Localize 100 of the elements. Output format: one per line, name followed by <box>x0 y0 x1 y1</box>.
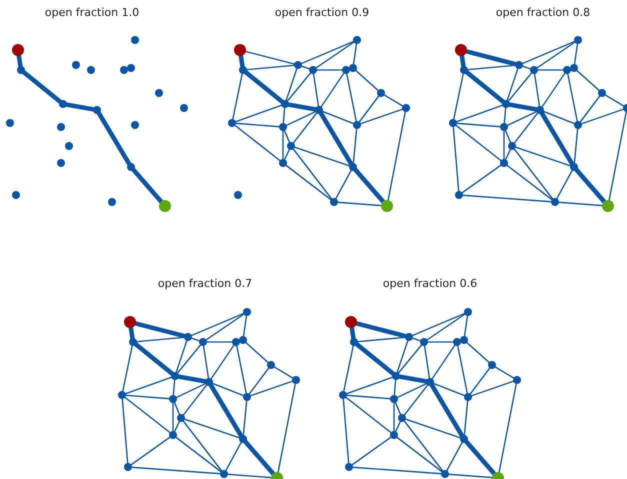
graph-node <box>441 470 449 478</box>
graph-node <box>570 64 578 72</box>
graph-node <box>390 431 398 439</box>
graph-edge <box>522 66 531 70</box>
graph-node <box>392 372 400 380</box>
graph-edge <box>242 400 248 436</box>
graph-edge <box>574 43 578 65</box>
graph-node <box>180 104 188 112</box>
graph-node <box>65 142 73 150</box>
graph-node <box>402 104 410 112</box>
graph-edge <box>176 436 222 472</box>
graph-edge <box>433 382 465 396</box>
graph-node <box>12 44 24 56</box>
graph-edge <box>404 384 428 416</box>
graph-node <box>309 66 317 74</box>
graph-edge <box>508 72 532 102</box>
graph-edge <box>412 338 421 342</box>
graph-node <box>12 191 20 199</box>
graph-node <box>17 66 25 74</box>
graph-edge <box>128 326 135 340</box>
graph-node <box>563 66 571 74</box>
graph-node <box>124 316 136 328</box>
graph-node <box>602 200 614 212</box>
graph-edge <box>245 50 295 65</box>
graph-edge <box>343 345 354 392</box>
panel-title: open fraction 1.0 <box>44 4 140 21</box>
graph-node <box>120 66 128 74</box>
graph-node <box>500 159 508 167</box>
graph-node <box>381 200 393 212</box>
graph-edge <box>574 168 606 204</box>
graph-edge <box>504 130 512 143</box>
graph-edge <box>394 379 396 396</box>
graph-edge <box>456 124 502 162</box>
graph-edge <box>346 376 393 394</box>
graph-edge <box>464 400 468 436</box>
graph-node <box>155 89 163 97</box>
graph-node <box>118 391 126 399</box>
graph-node <box>239 66 247 74</box>
graph-edge <box>245 342 269 363</box>
graph-edge <box>236 345 247 394</box>
graph-node <box>279 159 287 167</box>
graph-node <box>93 106 101 114</box>
graph-edge <box>430 383 464 438</box>
graph-node <box>449 119 457 127</box>
graph-edge <box>453 73 464 120</box>
graph-edge <box>558 202 603 206</box>
graph-edge <box>470 368 490 394</box>
graph-edge <box>494 366 514 379</box>
graph-edge <box>398 374 428 384</box>
graph-edge <box>342 398 350 464</box>
graph-node <box>515 61 523 69</box>
graph-edge <box>395 420 401 432</box>
graph-edge <box>284 130 290 143</box>
graph-edge <box>202 345 210 379</box>
graph-edge <box>537 69 564 71</box>
graph-node <box>420 338 428 346</box>
graph-edge <box>540 111 574 166</box>
graph-edge <box>182 420 222 472</box>
graph-edge <box>124 396 170 434</box>
graph-edge <box>426 314 466 340</box>
graph-node <box>234 191 242 199</box>
graph-edge <box>286 68 298 101</box>
graph-edge <box>292 112 318 144</box>
graph-node <box>57 123 65 131</box>
graph-edge <box>580 96 600 122</box>
graph-edge <box>246 64 295 70</box>
graph-edge <box>357 336 406 342</box>
graph-edge <box>384 94 404 107</box>
graph-edge <box>346 396 392 434</box>
graph-edge <box>282 107 286 124</box>
graph-node <box>598 89 606 97</box>
graph-edge <box>432 344 456 380</box>
graph-node <box>345 463 353 471</box>
graph-edge <box>353 168 386 204</box>
graph-edge <box>542 72 566 108</box>
graph-edge <box>322 110 354 124</box>
graph-node <box>574 121 582 129</box>
graph-node <box>508 142 516 150</box>
graph-edge <box>466 342 490 363</box>
graph-edge <box>191 312 244 336</box>
graph-node <box>159 200 171 212</box>
graph-edge <box>244 70 284 104</box>
graph-edge <box>122 345 133 392</box>
graph-edge <box>506 68 518 101</box>
graph-node <box>464 308 472 316</box>
graph-edge <box>284 148 290 160</box>
graph-edge <box>208 383 244 438</box>
graph-edge <box>182 384 208 416</box>
graph-edge <box>250 380 293 396</box>
graph-node <box>199 338 207 346</box>
graph-node <box>292 376 300 384</box>
graph-edge <box>396 436 442 472</box>
graph-edge <box>206 341 233 343</box>
graph-node <box>455 191 463 199</box>
graph-edge <box>352 466 442 474</box>
graph-edge <box>16 54 23 68</box>
graph-edge <box>172 402 174 432</box>
graph-node <box>536 106 544 114</box>
graph-edge <box>574 128 578 164</box>
graph-edge <box>22 70 62 104</box>
